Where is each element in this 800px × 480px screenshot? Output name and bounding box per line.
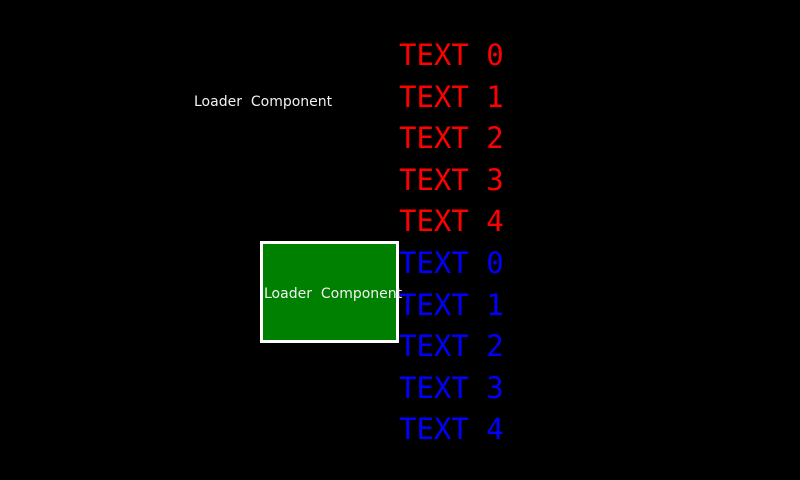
loader-component-box[interactable]: Loader Component	[260, 241, 403, 343]
text-item-red-4: TEXT 4	[399, 204, 504, 239]
text-item-red-3: TEXT 3	[399, 162, 504, 197]
text-item-blue-2: TEXT 2	[399, 329, 504, 364]
text-item-blue-0: TEXT 0	[399, 245, 504, 280]
text-item-blue-3: TEXT 3	[399, 370, 504, 405]
loader-component-box-label: Loader Component	[264, 286, 403, 302]
loader-component-label: Loader Component	[194, 94, 333, 110]
text-item-blue-1: TEXT 1	[399, 287, 504, 322]
text-list: TEXT 0 TEXT 1 TEXT 2 TEXT 3 TEXT 4 TEXT …	[399, 35, 504, 451]
text-item-red-1: TEXT 1	[399, 79, 504, 114]
text-item-red-0: TEXT 0	[399, 38, 504, 72]
text-item-red-2: TEXT 2	[399, 121, 504, 156]
text-item-blue-4: TEXT 4	[399, 412, 504, 447]
